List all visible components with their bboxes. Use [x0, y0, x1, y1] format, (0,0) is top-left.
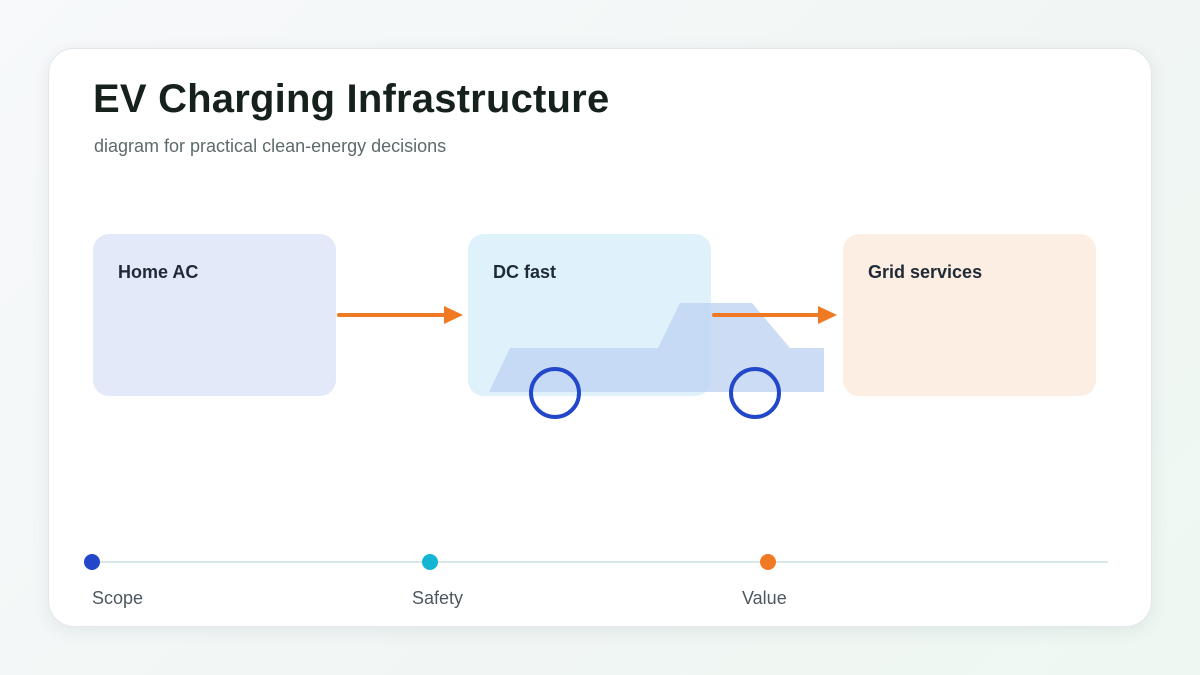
diagram-subtitle: diagram for practical clean-energy decis… — [94, 136, 447, 156]
timeline-label-safety: Safety — [412, 588, 464, 608]
diagram-title: EV Charging Infrastructure — [93, 77, 610, 121]
node-dc-fast-label: DC fast — [493, 262, 557, 282]
node-home-ac-label: Home AC — [118, 262, 199, 282]
node-home-ac: Home AC — [93, 234, 336, 396]
node-dc-fast: DC fast — [468, 234, 711, 396]
node-grid-services-label: Grid services — [868, 262, 983, 282]
timeline-label-value: Value — [742, 588, 787, 608]
node-grid-services: Grid services — [843, 234, 1096, 396]
timeline-label-scope: Scope — [92, 588, 144, 608]
